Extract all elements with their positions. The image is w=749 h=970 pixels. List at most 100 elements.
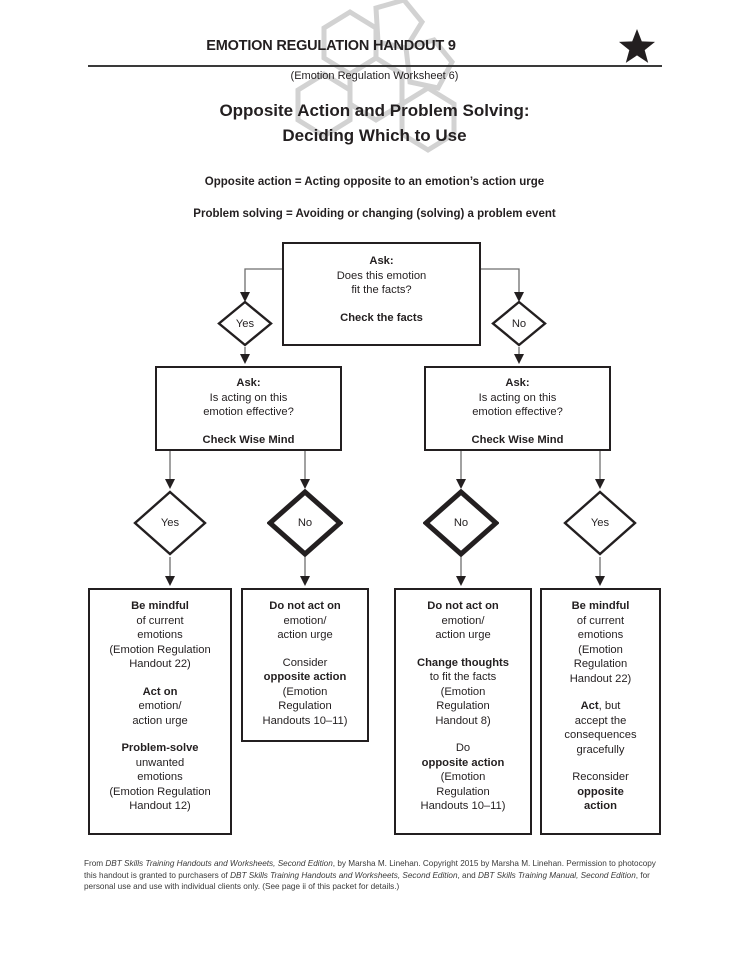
footer-text: , and — [457, 870, 478, 880]
node-ask-acting-effective-left[interactable]: Ask: Is acting on this emotion effective… — [155, 366, 342, 451]
decision-yes-effective-left[interactable]: Yes — [132, 489, 208, 557]
page-title: Opposite Action and Problem Solving: Dec… — [0, 98, 749, 148]
decision-yes-effective-right[interactable]: Yes — [562, 489, 638, 557]
outcome-line: emotions — [577, 629, 624, 641]
handout-title: EMOTION REGULATION HANDOUT 9 — [206, 38, 456, 54]
footer-title-2: DBT Skills Training Handouts and Workshe… — [230, 870, 458, 880]
spacer — [396, 728, 530, 741]
node-ask-does-emotion-fit-facts[interactable]: Ask: Does this emotion fit the facts? Ch… — [282, 242, 481, 346]
outcome-line: Handouts 10–11) — [420, 800, 506, 812]
node-outcome-be-mindful-act-accept-consequences[interactable]: Be mindful of current emotions (Emotion … — [540, 588, 661, 835]
spacer — [90, 728, 230, 741]
outcome-line: Handout 12) — [129, 800, 191, 812]
outcome-line: emotions — [137, 629, 183, 641]
outcome-line: of current — [136, 614, 184, 627]
outcome-line: opposite action — [421, 756, 505, 769]
box-line-2: emotion effective? — [203, 406, 294, 418]
copyright-footer: From DBT Skills Training Handouts and Wo… — [84, 858, 664, 893]
outcome-line: unwanted — [135, 756, 185, 769]
outcome-line: Problem-solve — [121, 742, 199, 754]
spacer — [426, 420, 609, 433]
outcome-emphasis: Act — [580, 700, 599, 712]
outcome-line: opposite — [577, 785, 624, 798]
node-ask-acting-effective-right[interactable]: Ask: Is acting on this emotion effective… — [424, 366, 611, 451]
node-outcome-be-mindful-act-problem-solve[interactable]: Be mindful of current emotions (Emotion … — [88, 588, 232, 835]
outcome-line: Handout 22) — [129, 658, 191, 670]
outcome-line: action urge — [132, 714, 188, 727]
page-title-line-1: Opposite Action and Problem Solving: — [219, 101, 530, 120]
node-outcome-consider-opposite-action[interactable]: Do not act on emotion/ action urge Consi… — [241, 588, 369, 742]
spacer — [396, 643, 530, 656]
outcome-line: (Emotion — [282, 685, 328, 698]
outcome-line: emotion/ — [441, 614, 485, 627]
footer-text: From — [84, 859, 106, 868]
outcome-line: Handout 22) — [569, 672, 632, 685]
outcome-line: emotion/ — [283, 614, 327, 627]
outcome-line: opposite action — [263, 671, 347, 683]
definition-problem-solving: Problem solving = Avoiding or changing (… — [193, 208, 556, 220]
footer-title-1: DBT Skills Training Handouts and Workshe… — [105, 859, 333, 868]
outcome-line: emotions — [137, 771, 183, 783]
box-line-1: Is acting on this — [209, 391, 288, 404]
outcome-line: gracefully — [576, 743, 625, 756]
outcome-line: Regulation — [436, 785, 490, 798]
box-line-1: Is acting on this — [478, 391, 557, 404]
definition-opposite-action: Opposite action = Acting opposite to an … — [204, 176, 545, 188]
footer-title-3: DBT Skills Training Manual, Second Editi… — [478, 870, 636, 880]
outcome-line: Do — [455, 742, 471, 754]
outcome-line: Be mindful — [571, 600, 630, 612]
spacer — [157, 420, 340, 433]
outcome-line: to fit the facts — [429, 671, 497, 683]
outcome-line: action urge — [435, 629, 491, 641]
box-line-2: emotion effective? — [472, 406, 563, 418]
outcome-line: emotion/ — [138, 700, 182, 712]
outcome-line: Consider — [282, 656, 328, 669]
outcome-line: , but — [598, 700, 621, 712]
outcome-line: Do not act on — [427, 600, 499, 612]
outcome-line: (Emotion — [440, 771, 486, 783]
outcome-line: consequences — [564, 729, 637, 741]
box-line-1: Does this emotion — [336, 269, 427, 282]
decision-label: No — [297, 517, 313, 529]
spacer — [243, 643, 367, 656]
outcome-line: (Emotion Regulation — [109, 785, 211, 798]
outcome-line: Change thoughts — [417, 656, 509, 669]
outcome-line: Handout 8) — [435, 714, 491, 727]
box-action: Check Wise Mind — [202, 433, 295, 446]
footer-text: , for personal use and use with individu… — [84, 870, 650, 892]
star-icon — [619, 29, 655, 63]
decision-no-effective-right[interactable]: No — [423, 489, 499, 557]
outcome-line: of current — [576, 614, 625, 627]
box-heading: Ask: — [369, 255, 394, 267]
outcome-line: Be mindful — [131, 600, 189, 612]
outcome-line: (Emotion — [578, 643, 623, 656]
header-divider — [88, 65, 662, 67]
box-heading: Ask: — [505, 377, 530, 389]
box-line-2: fit the facts? — [351, 284, 412, 296]
spacer — [90, 672, 230, 685]
outcome-line: Reconsider — [572, 771, 629, 783]
decision-no-effective-left[interactable]: No — [267, 489, 343, 557]
outcome-line: accept the — [574, 714, 627, 727]
outcome-line-act-but: Act, but — [542, 699, 659, 714]
outcome-line: action — [584, 800, 617, 812]
outcome-line: (Emotion — [440, 685, 486, 698]
spacer — [542, 757, 659, 770]
node-outcome-change-thoughts-do-opposite-action[interactable]: Do not act on emotion/ action urge Chang… — [394, 588, 532, 835]
box-heading: Ask: — [236, 377, 261, 389]
outcome-line: (Emotion Regulation — [109, 643, 211, 656]
outcome-line: Do not act on — [269, 600, 341, 612]
decision-label: Yes — [235, 317, 255, 330]
decision-yes-fits-facts[interactable]: Yes — [217, 300, 273, 347]
box-action: Check Wise Mind — [471, 433, 564, 446]
decision-label: No — [511, 317, 527, 330]
page-title-line-2: Deciding Which to Use — [282, 126, 467, 145]
decision-no-fits-facts[interactable]: No — [491, 300, 547, 347]
footer-text: , by Marsha M. Linehan. Copyright 2015 b… — [84, 859, 656, 880]
outcome-line: Regulation — [278, 700, 332, 712]
decision-label: No — [453, 517, 469, 529]
outcome-line: action urge — [277, 629, 333, 641]
outcome-line: Regulation — [573, 658, 628, 670]
